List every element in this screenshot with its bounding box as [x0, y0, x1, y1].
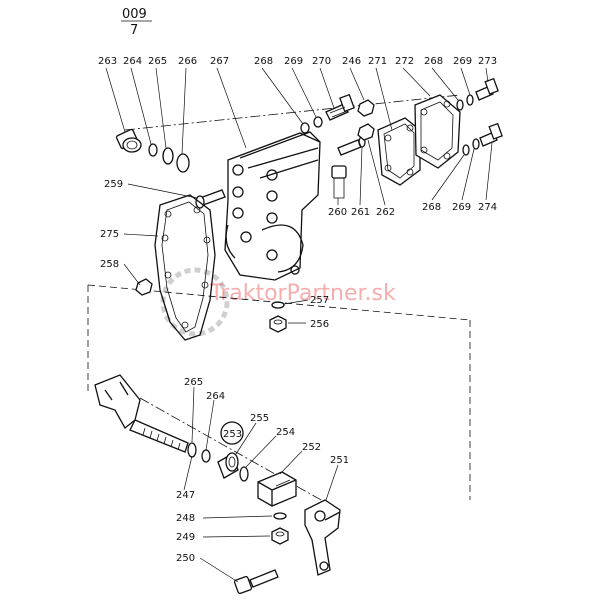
callout-260: 260 — [328, 207, 347, 218]
part-264-ring-bottom — [201, 449, 211, 463]
part-258-nut — [135, 278, 153, 296]
part-249-nut — [271, 527, 289, 545]
callout-265-bottom: 265 — [184, 377, 203, 388]
callout-250: 250 — [176, 553, 195, 564]
callout-255: 255 — [250, 413, 269, 424]
callout-261: 261 — [351, 207, 370, 218]
watermark-text: TraktorPartner.sk — [209, 281, 396, 306]
part-268-washer-right-top — [456, 99, 464, 111]
part-261-stud — [337, 136, 366, 156]
part-265-ring-bottom — [187, 442, 197, 458]
part-269-washer-right-top — [466, 94, 474, 106]
part-272-cover — [414, 94, 461, 169]
part-259-bolt — [195, 189, 226, 209]
callout-263: 263 — [98, 56, 117, 67]
callout-264-top: 264 — [123, 56, 142, 67]
callout-257: 257 — [310, 295, 329, 306]
part-264-ring — [148, 143, 158, 157]
callout-274: 274 — [478, 202, 497, 213]
callout-270: 270 — [312, 56, 331, 67]
callout-259: 259 — [104, 179, 123, 190]
part-273-bolt — [475, 77, 499, 101]
callout-268-top: 268 — [254, 56, 273, 67]
callout-265-top: 265 — [148, 56, 167, 67]
part-270-bolt — [325, 93, 355, 121]
callout-262: 262 — [376, 207, 395, 218]
part-254-ring — [239, 466, 249, 482]
part-247-shift-fork — [94, 374, 189, 453]
page-number: 009 — [122, 7, 147, 22]
part-274-bolt — [479, 122, 503, 147]
part-268-washer-right-low — [462, 144, 470, 156]
part-271-gasket — [377, 117, 421, 186]
part-262-nut — [357, 123, 375, 141]
part-266-oring — [176, 153, 190, 173]
part-250-bolt — [233, 569, 279, 595]
callout-248: 248 — [176, 513, 195, 524]
page-sub-number: 7 — [130, 23, 138, 38]
callout-273: 273 — [478, 56, 497, 67]
part-263-plug — [115, 128, 142, 153]
part-255-bushing — [217, 452, 239, 479]
callout-253: 253 — [223, 429, 242, 440]
callout-247: 247 — [176, 490, 195, 501]
part-246-nut — [357, 99, 375, 117]
part-251-lever — [304, 499, 341, 576]
callout-268-low: 268 — [422, 202, 441, 213]
callout-253-circle — [220, 421, 244, 445]
callout-268-right: 268 — [424, 56, 443, 67]
part-275-gasket — [154, 194, 216, 341]
callout-251: 251 — [330, 455, 349, 466]
callout-264-bottom: 264 — [206, 391, 225, 402]
part-268-washer-top — [300, 122, 310, 134]
callout-246: 246 — [342, 56, 361, 67]
part-265-ring — [162, 147, 174, 165]
part-257-washer — [271, 301, 285, 309]
callout-252: 252 — [302, 442, 321, 453]
part-267-housing — [224, 131, 321, 281]
watermark: TraktorPartner.sk — [160, 267, 396, 337]
callout-272: 272 — [395, 56, 414, 67]
callout-269-top: 269 — [284, 56, 303, 67]
part-260-bolt — [331, 165, 347, 199]
callout-258: 258 — [100, 259, 119, 270]
part-269-washer-right-low — [472, 138, 480, 150]
callout-269-right: 269 — [453, 56, 472, 67]
callout-256: 256 — [310, 319, 329, 330]
leader-lines — [105, 67, 493, 583]
callout-249: 249 — [176, 532, 195, 543]
callout-254: 254 — [276, 427, 295, 438]
callout-267: 267 — [210, 56, 229, 67]
axis-line-lower — [139, 397, 331, 506]
callout-275: 275 — [100, 229, 119, 240]
part-252-block — [257, 471, 297, 507]
part-248-washer — [273, 512, 287, 520]
axis-line-upper — [124, 94, 461, 131]
callout-271: 271 — [368, 56, 387, 67]
part-256-nut — [269, 315, 287, 333]
callout-269-low: 269 — [452, 202, 471, 213]
part-269-washer-top — [313, 116, 323, 128]
callout-266: 266 — [178, 56, 197, 67]
